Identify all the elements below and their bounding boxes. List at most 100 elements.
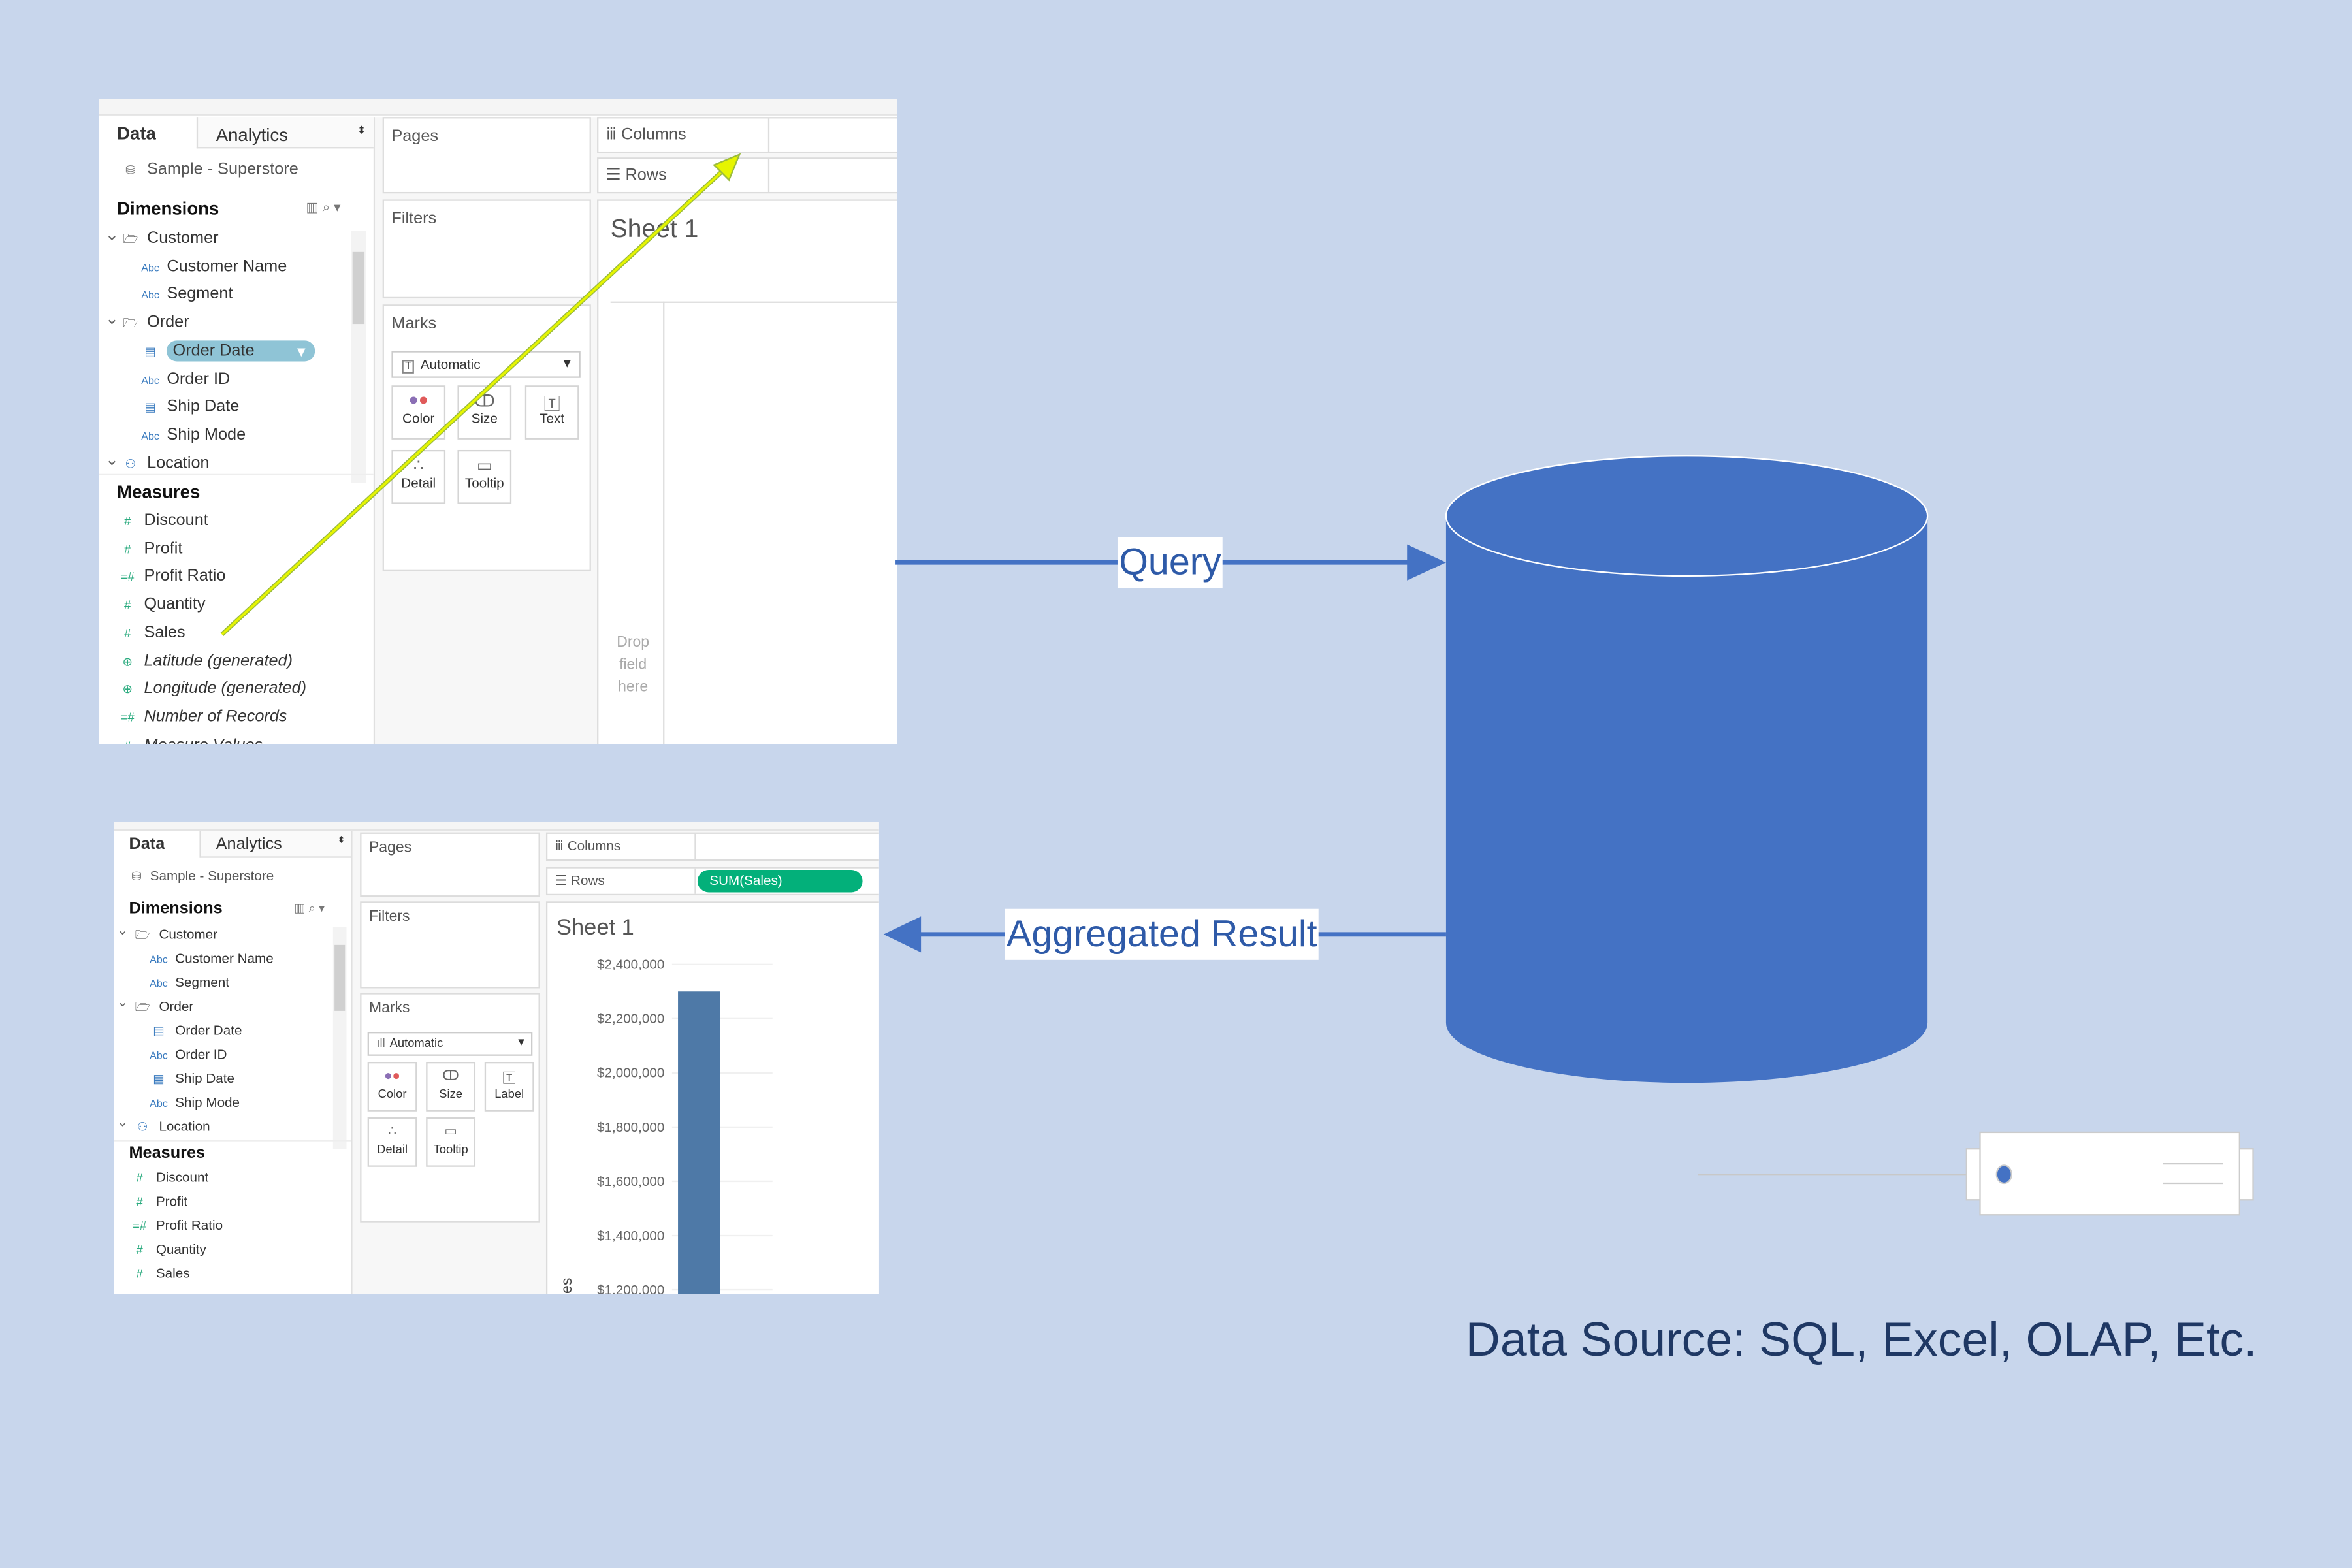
drop-field-hint[interactable]: Drop field here xyxy=(617,634,650,696)
field-label: Longitude (generated) xyxy=(144,679,307,698)
chevron-down-icon[interactable]: ▾ xyxy=(297,343,306,362)
expand-chevron-icon[interactable]: ⌄ xyxy=(105,451,119,469)
expand-chevron-icon[interactable]: ⌄ xyxy=(117,994,129,1010)
dimension-item[interactable]: ⌄⚇Location xyxy=(117,1114,210,1134)
tab-data[interactable]: Data xyxy=(129,835,165,854)
measure-item[interactable]: #Quantity xyxy=(117,596,205,614)
dimension-item[interactable]: ▤Ship Date xyxy=(148,1071,234,1086)
bar-sum-sales[interactable] xyxy=(678,991,720,1294)
measure-item[interactable]: #Discount xyxy=(117,511,208,530)
dimension-tools-icons[interactable]: ▥ ⌕ ▾ xyxy=(306,199,341,215)
datasource[interactable]: ⛁Sample - Superstore xyxy=(120,161,298,179)
dimensions-scrollbar[interactable] xyxy=(332,927,347,1149)
database-cylinder-icon xyxy=(1445,455,1929,1083)
sheet-view: Sheet 1 Drop field here xyxy=(597,199,897,744)
rows-label: ☰ Rows xyxy=(555,872,605,888)
dimension-item[interactable]: ▤Order Date xyxy=(148,1023,242,1038)
filters-shelf[interactable]: Filters xyxy=(360,901,540,989)
dimension-item[interactable]: ▤Order Date▾ xyxy=(140,340,315,362)
marks-label: Marks xyxy=(391,315,437,333)
dimension-item[interactable]: ▤Ship Date xyxy=(140,398,239,416)
dimension-item[interactable]: ⌄🗁Customer xyxy=(105,227,219,251)
tab-analytics[interactable]: Analytics⬍ xyxy=(196,117,374,149)
field-label: Number of Records xyxy=(144,707,287,726)
rows-shelf[interactable]: ☰ Rows xyxy=(597,157,897,194)
abc-icon: Abc xyxy=(141,376,159,387)
columns-icon: ⅲ xyxy=(555,838,568,854)
result-arrowhead-icon xyxy=(883,916,922,953)
expand-chevron-icon[interactable]: ⌄ xyxy=(105,226,119,245)
sum-sales-pill[interactable]: SUM(Sales) xyxy=(697,870,863,893)
expand-chevron-icon[interactable]: ⌄ xyxy=(117,1114,129,1130)
tab-data[interactable]: Data xyxy=(117,123,156,144)
field-label: Customer xyxy=(159,927,218,942)
hierarchy-icon: ⚇ xyxy=(125,456,137,471)
dimension-item[interactable]: ⌄🗁Order xyxy=(105,311,189,336)
measure-item[interactable]: #Profit xyxy=(129,1194,188,1209)
filters-shelf[interactable]: Filters xyxy=(382,199,591,299)
measure-item[interactable]: =#Number of Records xyxy=(117,708,287,726)
pages-shelf[interactable]: Pages xyxy=(382,117,591,194)
measure-item[interactable]: #Sales xyxy=(117,624,185,642)
tooltip-icon: ▭ xyxy=(476,457,492,476)
sort-arrows-icon: ⬍ xyxy=(357,125,366,136)
datasource[interactable]: ⛁Sample - Superstore xyxy=(129,869,274,884)
filters-label: Filters xyxy=(391,210,437,229)
measure-item[interactable]: =#Profit Ratio xyxy=(129,1218,223,1233)
detail-button[interactable]: ∴Detail xyxy=(367,1117,417,1167)
dimensions-scrollbar[interactable] xyxy=(351,231,366,483)
detail-icon: ∴ xyxy=(413,457,424,476)
sales-bar-chart: $2,400,000$2,200,000$2,000,000$1,800,000… xyxy=(558,957,773,1294)
columns-shelf[interactable]: ⅲ Columns xyxy=(597,117,897,153)
measure-item[interactable]: #Measure Values xyxy=(117,736,263,744)
color-button[interactable]: ●●Color xyxy=(367,1061,417,1112)
measure-item[interactable]: #Profit xyxy=(117,539,182,558)
abc-icon: Abc xyxy=(141,263,159,274)
measures-header: Measures xyxy=(129,1144,206,1162)
dimension-item[interactable]: ⌄⚇Location xyxy=(105,451,210,472)
y-tick-label: $2,400,000 xyxy=(597,957,664,972)
expand-chevron-icon[interactable]: ⌄ xyxy=(105,310,119,329)
tooltip-button[interactable]: ▭Tooltip xyxy=(457,449,512,504)
dimension-tools-icons[interactable]: ▥ ⌕ ▾ xyxy=(294,901,325,915)
field-label: Profit xyxy=(155,1194,188,1209)
tableau-screenshot-result: Data Analytics⬍ ⛁Sample - Superstore Dim… xyxy=(114,822,879,1294)
color-button[interactable]: ●●Color xyxy=(391,385,446,440)
measure-item[interactable]: ⊕Latitude (generated) xyxy=(117,652,293,670)
tooltip-button[interactable]: ▭Tooltip xyxy=(426,1117,476,1167)
measure-item[interactable]: =#Profit Ratio xyxy=(117,568,226,586)
tab-analytics[interactable]: Analytics⬍ xyxy=(199,831,351,858)
y-tick-label: $1,400,000 xyxy=(597,1228,664,1243)
measure-item[interactable]: #Discount xyxy=(129,1170,208,1185)
measure-item[interactable]: #Quantity xyxy=(129,1242,206,1257)
number-icon: # xyxy=(124,598,131,613)
columns-shelf[interactable]: ⅲ Columns xyxy=(545,832,879,861)
abc-icon: Abc xyxy=(150,979,168,990)
measure-item[interactable]: ⊕Longitude (generated) xyxy=(117,680,306,698)
dimension-item[interactable]: ⌄🗁Customer xyxy=(117,922,218,948)
columns-icon: ⅲ xyxy=(605,125,621,144)
rows-shelf[interactable]: ☰ Rows SUM(Sales) xyxy=(545,867,879,896)
measure-item[interactable]: #Sales xyxy=(129,1266,189,1281)
expand-chevron-icon[interactable]: ⌄ xyxy=(117,922,129,938)
pages-shelf[interactable]: Pages xyxy=(360,832,540,897)
dimension-item[interactable]: ⌄🗁Order xyxy=(117,995,193,1020)
calendar-icon: ▤ xyxy=(153,1072,165,1086)
bar-chart-icon: ıll xyxy=(376,1036,385,1050)
